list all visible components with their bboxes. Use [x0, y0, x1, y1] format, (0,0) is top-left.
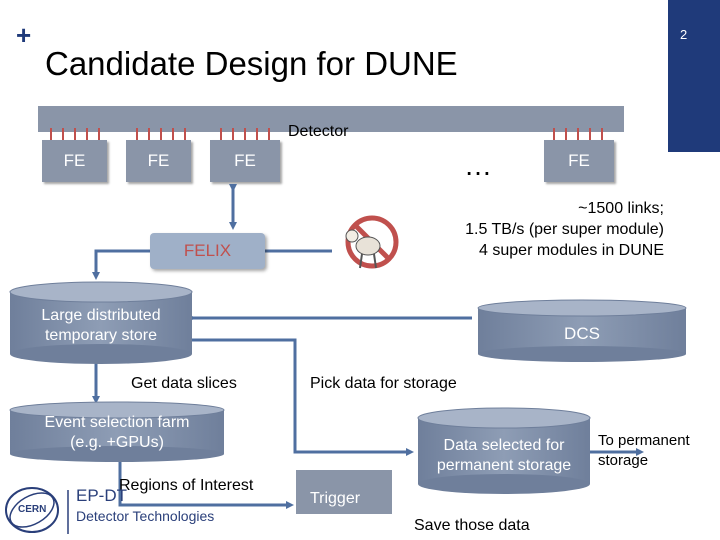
tick [268, 128, 270, 144]
save-label: Save those data [414, 517, 530, 534]
tick [136, 128, 138, 144]
department-logo: EP-DT Detector Technologies [76, 486, 214, 526]
tick [86, 128, 88, 144]
department-code: EP-DT [76, 486, 127, 505]
slide-title: Candidate Design for DUNE [45, 45, 458, 82]
fe-box-1: FE [42, 140, 107, 182]
regions-label: Regions of Interest [119, 477, 254, 494]
detector-label: Detector [288, 123, 349, 140]
tick [184, 128, 186, 144]
ellipsis: … [464, 150, 493, 181]
links-description: ~1500 links; 1.5 TB/s (per super module)… [400, 198, 664, 261]
get-slices-label: Get data slices [131, 375, 237, 392]
tick [256, 128, 258, 144]
tick [232, 128, 234, 144]
to-permanent-line-1: To permanent [598, 432, 690, 449]
cern-logo-text: CERN [18, 504, 47, 515]
fe-label: FE [63, 151, 86, 170]
felix-box: FELIX [150, 233, 265, 269]
links-line-2: 1.5 TB/s (per super module) [465, 221, 664, 238]
farm-line-2: (e.g. +GPUs) [70, 434, 164, 451]
department-name: Detector Technologies [76, 508, 215, 524]
accent-bar [668, 0, 720, 152]
dcs-cylinder [477, 299, 687, 362]
cern-logo [5, 487, 59, 533]
store-line-2: temporary store [44, 327, 158, 344]
tick [601, 128, 603, 144]
links-line-3: 4 super modules in DUNE [479, 242, 664, 259]
tick [553, 128, 555, 144]
tick [220, 128, 222, 144]
pick-data-arrow [192, 338, 414, 456]
fe-label: FE [234, 151, 256, 170]
tick [172, 128, 174, 144]
fe-box-2: FE [126, 140, 191, 182]
selected-label: Data selected for permanent storage [418, 436, 590, 476]
fe-box-3: FE [210, 140, 280, 182]
detector-band [38, 106, 624, 132]
trigger-box [296, 470, 392, 514]
to-permanent-line-2: storage [598, 452, 649, 469]
tick [50, 128, 52, 144]
farm-line-1: Event selection farm [44, 414, 190, 431]
tick [577, 128, 579, 144]
trigger-label: Trigger [309, 490, 361, 507]
selected-cylinder [417, 407, 591, 494]
tick [589, 128, 591, 144]
fe-label: FE [568, 151, 590, 170]
dcs-label: DCS [564, 324, 600, 343]
selected-line-1: Data selected for [443, 437, 565, 454]
plus-icon: + [16, 20, 32, 50]
slide-number: 2 [680, 27, 688, 42]
selected-line-2: permanent storage [436, 457, 572, 474]
fe-box-4: FE [544, 140, 614, 182]
fe-label: FE [147, 151, 170, 170]
farm-cylinder [9, 401, 225, 462]
tick [244, 128, 246, 144]
farm-trigger-arrow [118, 462, 294, 509]
links-line-1: ~1500 links; [578, 200, 664, 217]
to-permanent-label: To permanent storage [598, 431, 690, 471]
tick [98, 128, 100, 144]
tick [74, 128, 76, 144]
no-goat-icon [345, 215, 399, 269]
tick [160, 128, 162, 144]
store-label: Large distributed temporary store [10, 306, 192, 346]
tick [565, 128, 567, 144]
pick-data-label: Pick data for storage [310, 375, 457, 392]
tick [62, 128, 64, 144]
felix-label: FELIX [183, 241, 232, 260]
store-line-1: Large distributed [41, 307, 161, 324]
farm-label: Event selection farm (e.g. +GPUs) [10, 413, 224, 453]
tick [148, 128, 150, 144]
store-cylinder [9, 281, 193, 364]
felix-store-arrow [92, 249, 150, 280]
